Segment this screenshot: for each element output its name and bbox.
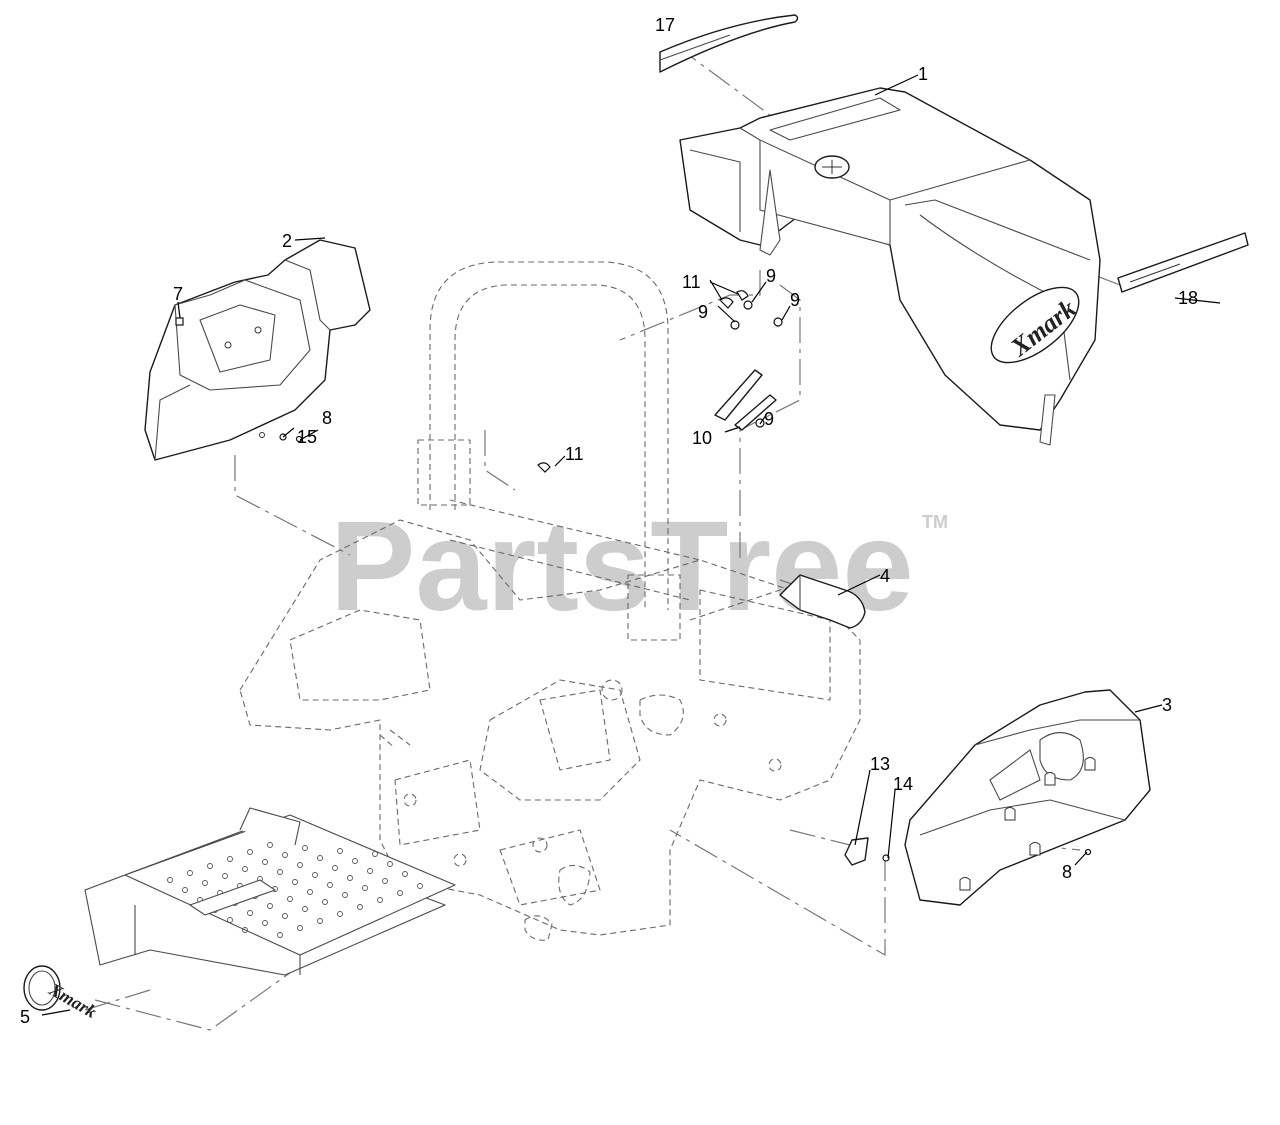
callout-1: 1	[918, 64, 928, 84]
callout-18: 18	[1178, 288, 1198, 308]
watermark-tm: TM	[922, 512, 948, 532]
callout-9: 9	[764, 409, 774, 429]
callout-13: 13	[870, 754, 890, 774]
part-1-rear-hood: Xmark	[679, 87, 1101, 446]
callout-3: 3	[1162, 695, 1172, 715]
callout-8: 8	[1062, 862, 1072, 882]
callout-11: 11	[565, 444, 584, 464]
callout-8: 8	[322, 408, 332, 428]
part-4-bracket	[779, 574, 866, 629]
part-17-decal	[659, 14, 799, 73]
part-3-right-fender	[904, 689, 1151, 906]
part-10-link	[714, 300, 783, 431]
part-2-left-fender	[144, 239, 371, 461]
part-13-latch	[844, 837, 869, 866]
callout-9: 9	[790, 290, 800, 310]
part-11-clips	[537, 290, 749, 473]
xmark-logo-emblem: Xmark	[45, 979, 100, 1022]
callout-7: 7	[173, 284, 183, 304]
floor-pan	[84, 807, 456, 976]
callout-9: 9	[766, 266, 776, 286]
callout-10: 10	[692, 428, 712, 448]
callouts: 17 1 2 7 18 9 11 9 9 9 10 15 8 11 4 3 13…	[20, 15, 1198, 1027]
chassis-frame	[239, 261, 861, 941]
callout-14: 14	[893, 774, 913, 794]
callout-5: 5	[20, 1007, 30, 1027]
part-5-emblem: Xmark	[23, 965, 100, 1022]
callout-4: 4	[880, 566, 890, 586]
leader-lines	[41, 74, 1221, 1016]
callout-11: 11	[682, 272, 701, 292]
callout-9: 9	[698, 302, 708, 322]
callout-2: 2	[282, 231, 292, 251]
callout-17: 17	[655, 15, 675, 35]
callout-15: 15	[297, 427, 317, 447]
part-14-screw	[882, 854, 890, 862]
part-18-decal	[1117, 232, 1249, 293]
